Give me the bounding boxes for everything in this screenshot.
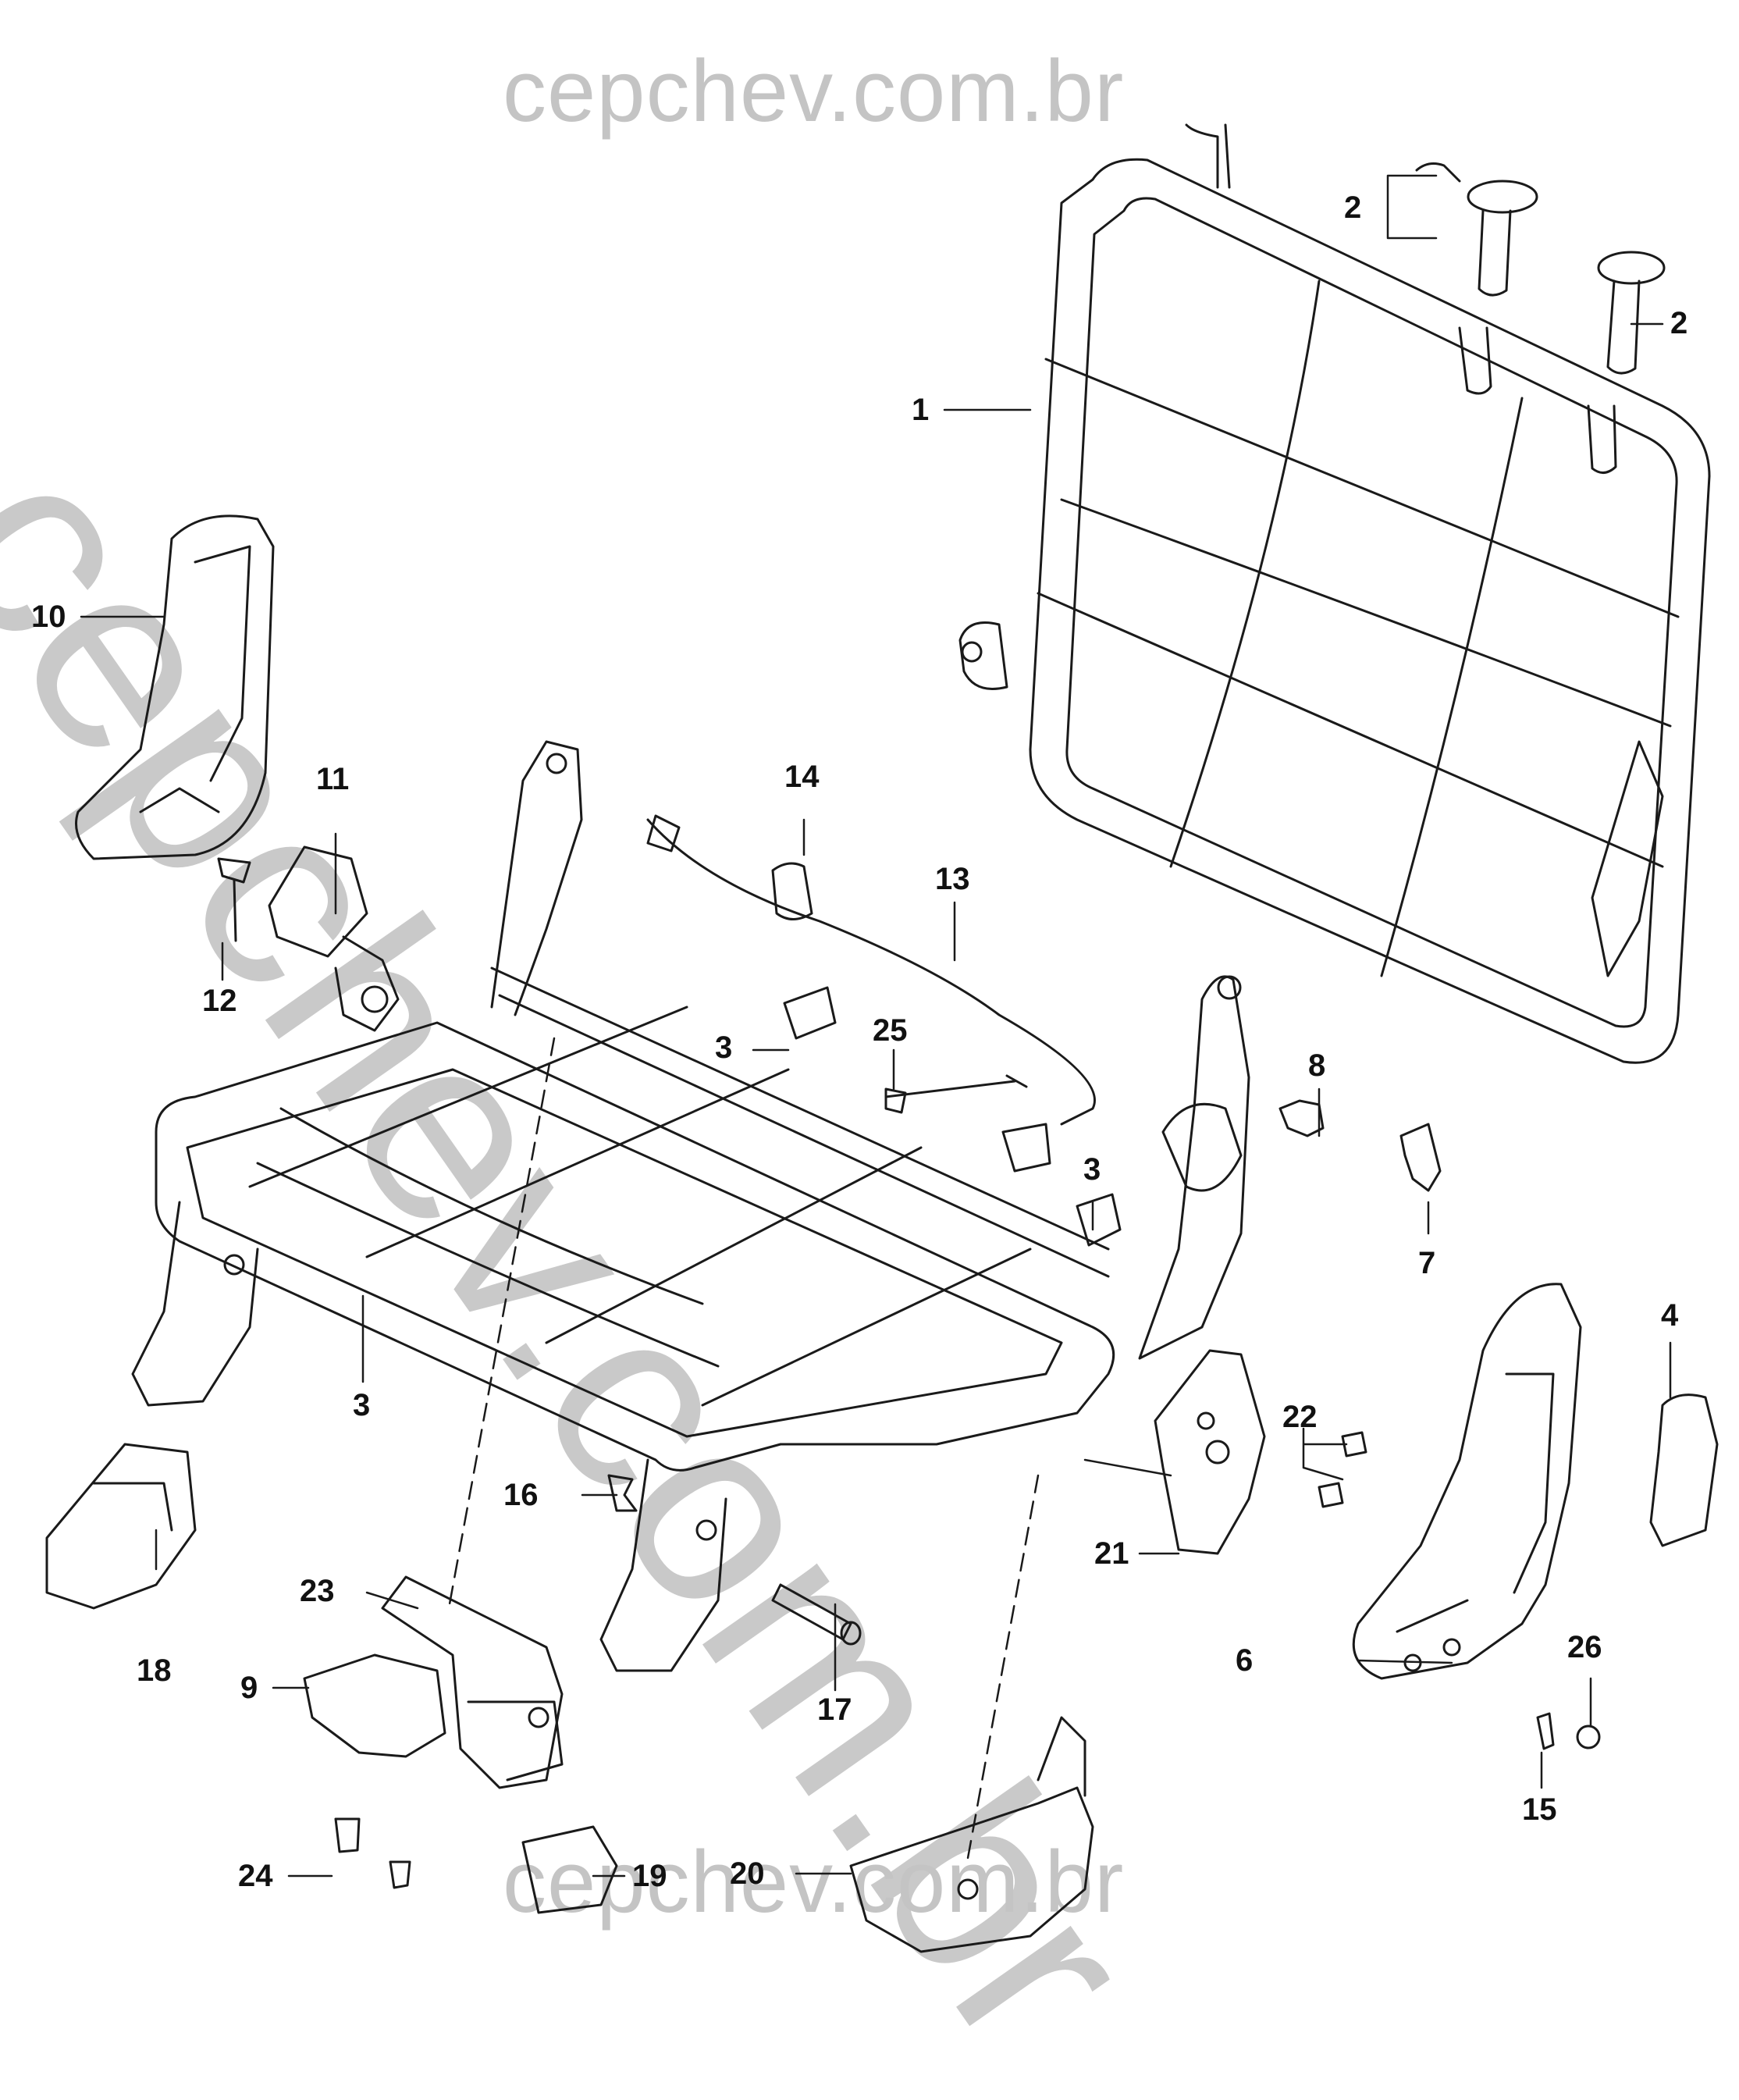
callout-16: 16 <box>503 1478 539 1512</box>
callout-20: 20 <box>730 1856 765 1891</box>
release-lever-handle <box>1649 1393 1719 1547</box>
leg-cover-front <box>45 1443 197 1610</box>
leader-lines <box>80 174 1672 1878</box>
callout-11: 11 <box>316 762 350 796</box>
callout-4: 4 <box>1661 1298 1679 1333</box>
callout-19: 19 <box>632 1859 667 1893</box>
side-trim-right <box>1352 1283 1582 1680</box>
callout-2-upper: 2 <box>1344 190 1362 225</box>
callout-12: 12 <box>202 984 237 1018</box>
callout-1: 1 <box>912 393 930 427</box>
retaining-clip-and-pin <box>607 1474 862 1646</box>
callout-25: 25 <box>873 1013 908 1048</box>
callout-9: 9 <box>240 1671 258 1705</box>
callout-6: 6 <box>1236 1643 1254 1678</box>
callout-8: 8 <box>1308 1048 1326 1083</box>
callout-17: 17 <box>817 1692 852 1727</box>
side-trim-left <box>75 514 275 860</box>
callout-13: 13 <box>935 862 970 896</box>
callout-23: 23 <box>300 1574 335 1608</box>
lower-covers-and-screws <box>334 1716 1094 1953</box>
watermark-top: cepchev.com.br <box>503 42 1125 140</box>
exploded-view-drawing <box>45 123 1719 1953</box>
callout-15: 15 <box>1522 1792 1557 1827</box>
callout-3-cushion-frame: 3 <box>353 1388 371 1422</box>
callout-14: 14 <box>784 760 820 794</box>
callout-22: 22 <box>1282 1400 1318 1434</box>
callout-2-lower: 2 <box>1670 306 1688 340</box>
callout-26: 26 <box>1567 1630 1602 1664</box>
callout-18: 18 <box>137 1653 172 1688</box>
callout-10: 10 <box>31 600 66 634</box>
latch-assembly <box>303 1575 564 1789</box>
callout-24: 24 <box>238 1859 273 1893</box>
small-screw-and-cap <box>1536 1712 1601 1750</box>
callout-3-bracket-left: 3 <box>715 1030 733 1065</box>
seat-belt-buckle <box>217 845 400 1032</box>
callout-7: 7 <box>1418 1246 1436 1280</box>
bolt-and-clip <box>1278 1099 1442 1192</box>
wiring-harness <box>646 814 1096 1173</box>
callout-3-bracket-right: 3 <box>1083 1152 1101 1187</box>
seat-cushion-frame <box>131 740 1250 1672</box>
seat-back-frame <box>958 123 1711 1064</box>
hinge-brackets <box>783 986 1122 1247</box>
headrest-guide-pins <box>1415 162 1666 474</box>
alignment-lines <box>447 1037 1040 1860</box>
parts-diagram: cepchev.com.br cepchev.com.br cepchev.co… <box>0 42 1719 2097</box>
callout-21: 21 <box>1094 1536 1129 1571</box>
hinge-plate <box>1154 1349 1367 1555</box>
